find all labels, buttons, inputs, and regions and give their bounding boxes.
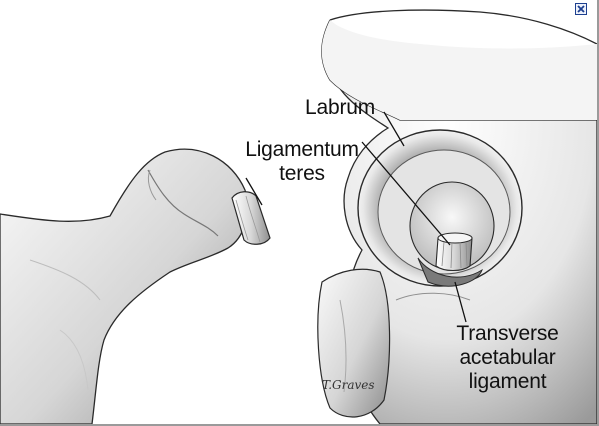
ligamentum-teres-stump bbox=[231, 191, 271, 245]
artist-signature: T.Graves bbox=[322, 378, 375, 392]
close-x-icon bbox=[577, 5, 585, 13]
teres-stump-leader-line bbox=[245, 177, 263, 206]
ligamentum-leader-line bbox=[361, 141, 451, 246]
label-transverse-line1: Transverse bbox=[456, 322, 559, 345]
labrum-leader-line bbox=[383, 111, 405, 147]
ligamentum-teres-tuft bbox=[435, 232, 473, 272]
leader-lines bbox=[245, 111, 467, 323]
close-button[interactable] bbox=[575, 3, 587, 15]
label-transverse-line2: acetabular bbox=[459, 346, 556, 369]
label-ligamentum-line1: Ligamentum bbox=[245, 138, 359, 161]
label-transverse-line3: ligament bbox=[468, 370, 547, 393]
label-transverse-acetabular-ligament: Transverse acetabular ligament bbox=[450, 322, 565, 394]
femur-bone bbox=[0, 148, 249, 424]
label-ligamentum-line2: teres bbox=[279, 162, 325, 185]
acetabulum bbox=[357, 129, 523, 287]
transverse-leader-line bbox=[454, 281, 467, 323]
label-ligamentum-teres: Ligamentum teres bbox=[242, 138, 362, 186]
label-labrum: Labrum bbox=[305, 96, 376, 119]
